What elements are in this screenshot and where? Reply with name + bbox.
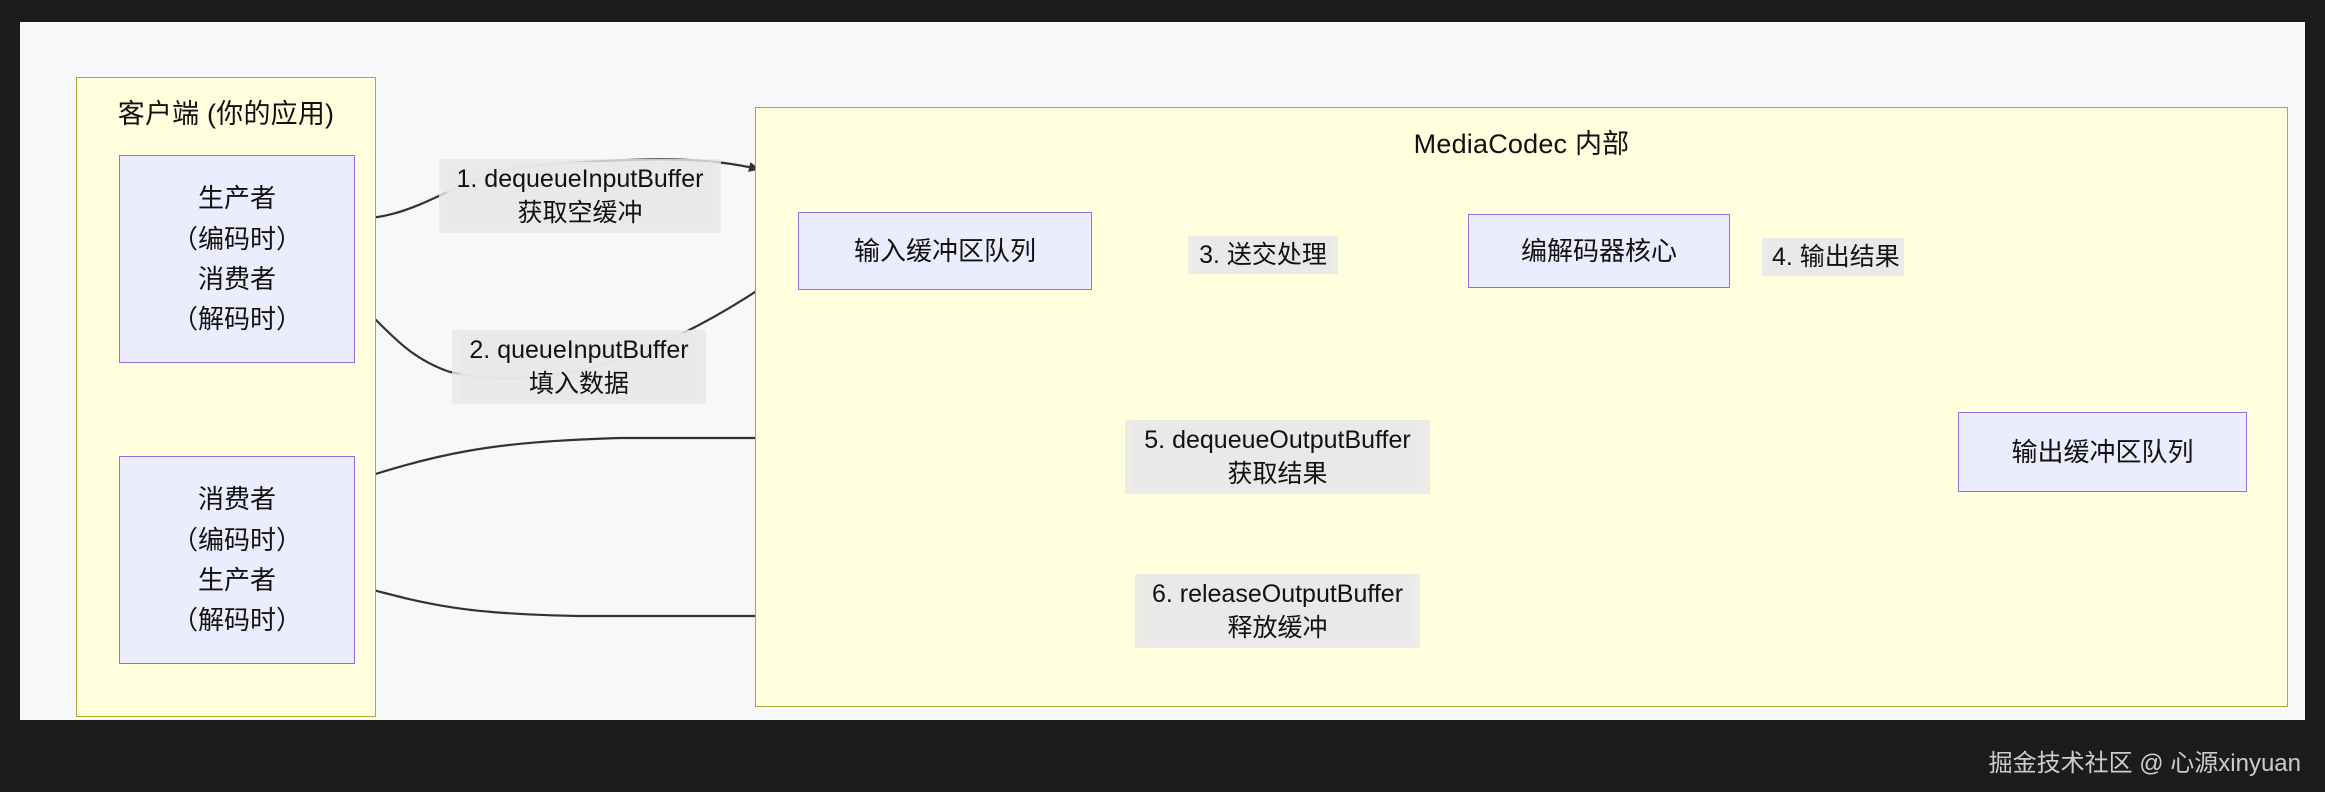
top-letterbox bbox=[0, 0, 2325, 22]
edge-label-5-line2: 获取结果 bbox=[1133, 457, 1422, 491]
edge-label-1-line2: 获取空缓冲 bbox=[447, 196, 713, 230]
edge-label-2-line1: 2. queueInputBuffer bbox=[460, 333, 698, 367]
node-consumer-line-3: 生产者 bbox=[197, 565, 276, 595]
subgraph-client-title: 客户端 (你的应用) bbox=[117, 99, 335, 129]
node-output-buffer-queue-label: 输出缓冲区队列 bbox=[2011, 436, 2194, 467]
node-input-buffer-queue[interactable]: 输入缓冲区队列 bbox=[798, 212, 1092, 290]
edge-label-2-queueinputbuffer: 2. queueInputBuffer 填入数据 bbox=[452, 330, 706, 404]
edge-label-2-line2: 填入数据 bbox=[460, 367, 698, 401]
node-input-buffer-queue-label: 输入缓冲区队列 bbox=[853, 235, 1036, 266]
left-letterbox bbox=[0, 0, 20, 792]
edge-label-5-line1: 5. dequeueOutputBuffer bbox=[1133, 423, 1422, 457]
edge-label-1-line1: 1. dequeueInputBuffer bbox=[447, 162, 713, 196]
node-consumer-producer[interactable]: 消费者 （编码时） 生产者 （解码时） bbox=[119, 456, 355, 664]
edge-label-4-line1: 4. 输出结果 bbox=[1768, 240, 1900, 274]
node-codec-core-label: 编解码器核心 bbox=[1520, 235, 1677, 266]
edge-label-4-output-result: 4. 输出结果 bbox=[1762, 238, 1904, 276]
node-consumer-line-2: （编码时） bbox=[171, 524, 302, 555]
edge-label-3-submit-processing: 3. 送交处理 bbox=[1188, 236, 1338, 274]
node-producer-line-2: （编码时） bbox=[171, 223, 302, 254]
edge-label-3-line1: 3. 送交处理 bbox=[1194, 238, 1332, 272]
edge-label-6-releaseoutputbuffer: 6. releaseOutputBuffer 释放缓冲 bbox=[1135, 574, 1420, 648]
node-consumer-line-1: 消费者 bbox=[197, 484, 276, 515]
node-producer-consumer[interactable]: 生产者 （编码时） 消费者 （解码时） bbox=[119, 155, 355, 363]
node-producer-line-4: （解码时） bbox=[171, 304, 302, 335]
watermark: 掘金技术社区 @ 心源xinyuan bbox=[1988, 750, 2301, 777]
node-consumer-line-4: （解码时） bbox=[171, 605, 302, 636]
node-codec-core[interactable]: 编解码器核心 bbox=[1468, 214, 1730, 288]
right-letterbox bbox=[2305, 0, 2325, 792]
edge-label-6-line1: 6. releaseOutputBuffer bbox=[1143, 577, 1412, 611]
subgraph-mediacodec-title: MediaCodec 内部 bbox=[1413, 129, 1630, 159]
edge-label-6-line2: 释放缓冲 bbox=[1143, 611, 1412, 645]
node-producer-line-3: 消费者 bbox=[197, 264, 276, 294]
subgraph-mediacodec: MediaCodec 内部 bbox=[755, 107, 2288, 707]
diagram-canvas: 客户端 (你的应用) MediaCodec 内部 生产者 （编码时） 消费者 （… bbox=[20, 22, 2305, 720]
node-producer-line-1: 生产者 bbox=[197, 183, 276, 214]
edge-label-5-dequeueoutputbuffer: 5. dequeueOutputBuffer 获取结果 bbox=[1125, 420, 1430, 494]
node-output-buffer-queue[interactable]: 输出缓冲区队列 bbox=[1958, 412, 2247, 492]
bottom-letterbox bbox=[0, 720, 2325, 792]
edge-label-1-dequeueinputbuffer: 1. dequeueInputBuffer 获取空缓冲 bbox=[439, 159, 721, 233]
